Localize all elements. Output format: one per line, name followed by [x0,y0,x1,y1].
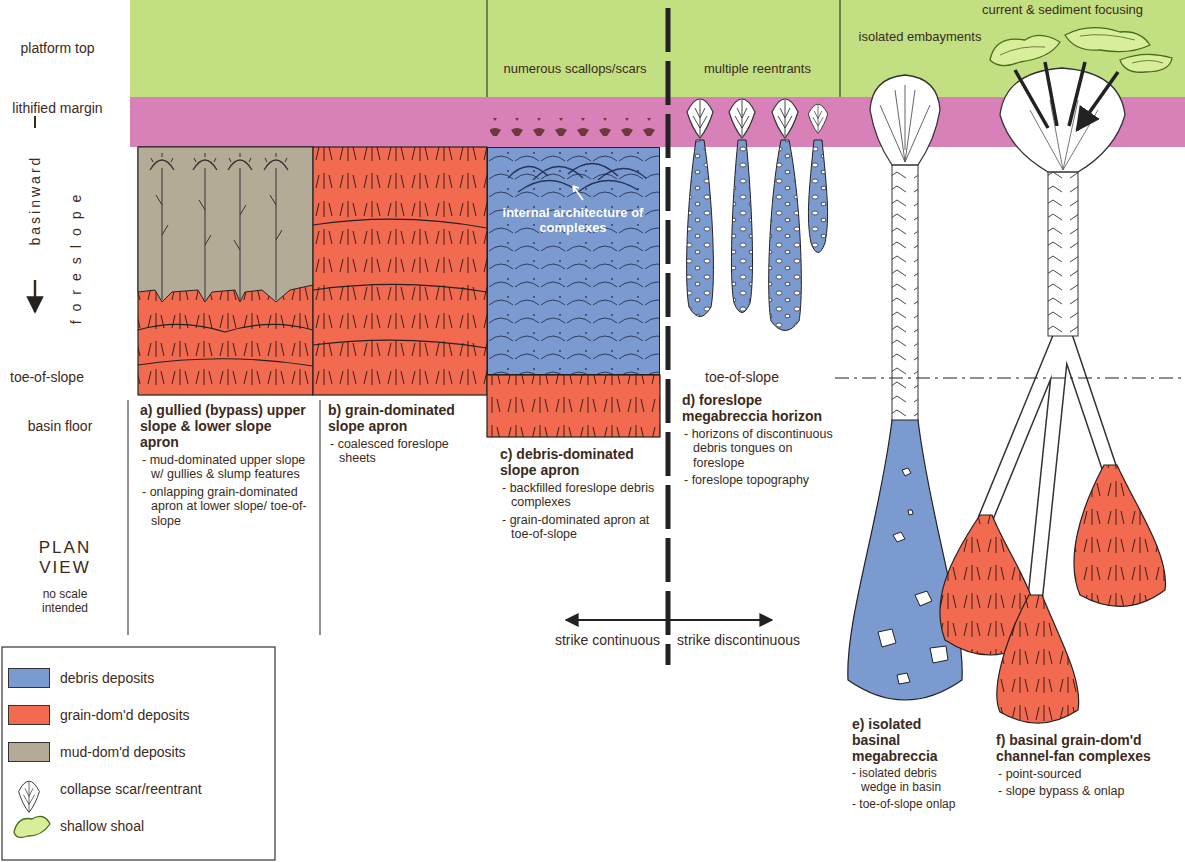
channel-fan-complex [1000,68,1125,172]
debris-texture [573,186,583,200]
channel-fan-complex [940,28,1172,723]
channel-fan-complex [1048,170,1078,336]
text-label: lithified margin [10,100,105,116]
text-label: PLAN VIEW [20,538,110,577]
bullet-note: - coalesced foreslope sheets [330,437,480,466]
grain-apron [313,147,487,395]
text-label: a) gullied (bypass) upper slope & lower … [140,402,312,450]
legend-swatch [8,742,50,762]
text-label: numerous scallops/scars [490,62,660,77]
debris-apron-toe [487,118,660,437]
megabreccia-tongues [808,140,827,253]
legend-swatch [8,705,50,725]
megabreccia-tongues [687,140,714,317]
legend-box [19,781,40,812]
channel-fan-complex [1030,100,1098,170]
grain-apron [313,219,487,348]
text-label: d) foreslope megabreccia horizon [682,392,832,424]
megabreccia-tongues [687,99,828,331]
text-label: toe-of-slope [705,369,830,385]
megabreccia-tongues [769,140,802,331]
legend-text: mud-dom'd deposits [60,744,186,760]
text-label: isolated embayments [845,30,995,45]
text-label: e) isolated basinal megabreccia [852,716,970,764]
text-label: c) debris-dominated slope apron [500,446,660,478]
legend-text: shallow shoal [60,818,144,834]
legend-box [2,647,275,860]
guide-lines [566,619,772,621]
debris-apron-toe [490,118,656,136]
guide-lines [666,8,671,665]
guide-lines [35,8,1185,665]
text-label: basinward [27,125,43,275]
platform-band [487,0,840,97]
legend-text: debris deposits [60,670,154,686]
gullied-apron [138,147,313,395]
basinal-megabreccia [892,160,918,422]
guide-lines [34,280,37,312]
legend-text: grain-dom'd deposits [60,707,190,723]
text-label: platform top [15,40,100,56]
basinal-megabreccia [848,420,962,700]
text-label: toe-of-slope [10,369,128,385]
megabreccia-tongues [687,99,713,138]
channel-fan-complex [1015,62,1118,130]
bullet-note: - slope bypass & onlap [998,784,1174,798]
debris-apron-toe [487,375,660,437]
gullied-apron [151,153,287,162]
megabreccia-tongues [731,140,752,313]
text-label: current & sediment focusing [950,3,1175,18]
debris-texture [488,148,659,374]
bullet-note: - point-sourced [998,767,1174,781]
gullied-apron [138,147,313,302]
text-label: multiple reentrants [680,62,835,77]
legend-box [2,647,275,860]
text-label: strike discontinuous [677,632,827,648]
gullied-apron [156,168,282,300]
basinal-megabreccia [870,75,940,165]
bullet-note: - toe-of-slope onlap [852,798,970,812]
channel-fan-complex [990,28,1172,73]
channel-fan-complex [1000,35,1163,63]
text-label: basin floor [25,418,95,434]
legend-swatch [8,668,50,688]
gullied-apron [138,324,313,366]
basinal-megabreccia [880,85,930,162]
text-label: strike continuous [540,632,660,648]
text-label: no scale intended [25,588,105,616]
bullet-note: - grain-dominated apron at toe-of-slope [502,513,660,542]
megabreccia-tongues [729,99,755,138]
bullet-note: - mud-dominated upper slope w/ gullies &… [142,453,314,482]
legend-box [14,816,50,837]
bullet-note: - foreslope topography [684,473,834,487]
basinal-megabreccia [878,468,948,684]
bullet-note: - isolated debris wedge in basin [852,767,970,795]
node-text: internal architecture of complexes [498,206,648,236]
channel-fan-complex [997,595,1079,723]
text-label: f) basinal grain-dom'd channel-fan compl… [996,732,1174,764]
bullet-note: - backfilled foreslope debris complexes [502,481,660,510]
text-label: b) grain-dominated slope apron [328,402,478,434]
debris-texture [488,148,659,374]
text-label: foreslope [68,170,84,340]
guide-lines [34,116,36,128]
debris-column: internal architecture of complexes [487,147,660,375]
bullet-note: - onlapping grain-dominated apron at low… [142,485,314,528]
grain-apron [313,147,487,395]
megabreccia-tongues [808,104,828,133]
megabreccia-tongues [772,99,798,138]
legend-text: collapse scar/reentrant [60,781,202,797]
guide-lines [128,400,320,635]
guide-lines [835,377,1185,378]
bullet-note: - horizons of discontinuous debris tongu… [684,427,834,470]
channel-fan-complex [1074,465,1165,606]
gullied-apron [138,147,313,395]
